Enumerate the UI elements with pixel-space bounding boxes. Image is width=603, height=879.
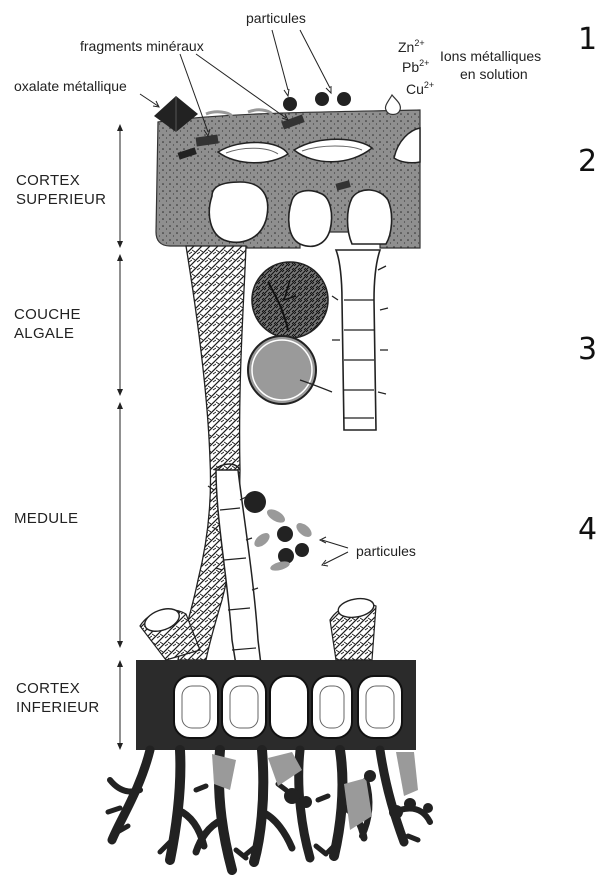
ion-pb: Pb2+ bbox=[402, 58, 429, 75]
upper-cortex bbox=[156, 110, 420, 249]
metal-oxalate-label: oxalate métallique bbox=[14, 78, 127, 94]
ion-cu: Cu2+ bbox=[406, 80, 434, 97]
algal-cell bbox=[252, 262, 328, 338]
rhizines bbox=[108, 750, 430, 870]
metal-ions-label: Ions métalliques bbox=[440, 48, 541, 64]
solution-drop bbox=[385, 95, 400, 115]
step-number-3: 3 bbox=[578, 332, 597, 367]
step-number-1: 1 bbox=[578, 22, 597, 57]
particles-top-label: particules bbox=[246, 10, 306, 26]
metal-ions-label-line2: en solution bbox=[460, 66, 528, 82]
layer-medulla: MEDULE bbox=[14, 510, 78, 529]
particle bbox=[315, 92, 329, 106]
particle bbox=[283, 97, 297, 111]
lower-cortex bbox=[136, 596, 416, 750]
ion-zn: Zn2+ bbox=[398, 38, 425, 55]
step-number-2: 2 bbox=[578, 144, 597, 179]
particle bbox=[337, 92, 351, 106]
medulla-particles bbox=[244, 491, 314, 572]
algal-layer bbox=[248, 250, 388, 430]
step-number-4: 4 bbox=[578, 512, 597, 547]
mineral-fragments-label: fragments minéraux bbox=[80, 38, 204, 54]
layer-brackets bbox=[117, 124, 123, 750]
medulla bbox=[178, 246, 264, 690]
particles-medulla-label: particules bbox=[356, 543, 416, 559]
algal-cell bbox=[248, 336, 316, 404]
